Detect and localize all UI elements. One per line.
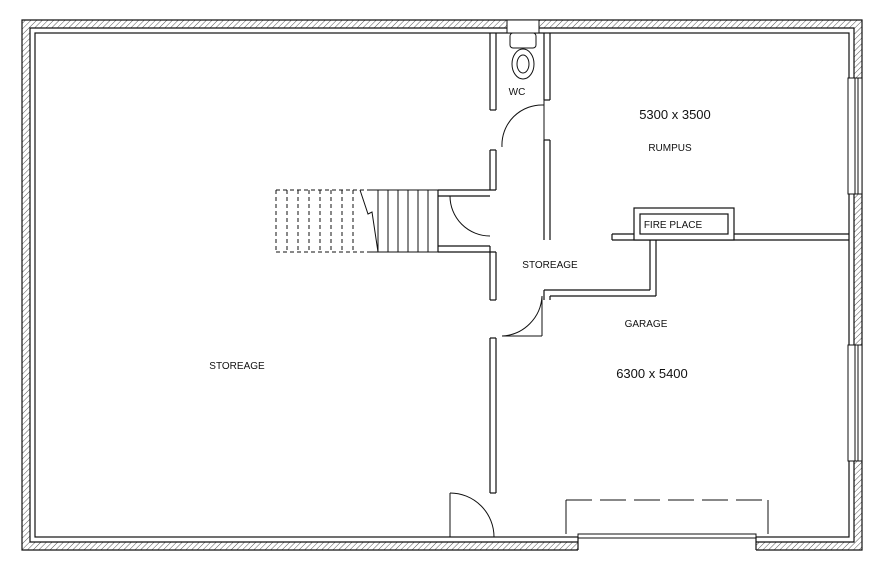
- garage-entry-door: [449, 492, 495, 538]
- toilet-icon: [506, 19, 540, 80]
- rumpus-label: RUMPUS: [648, 143, 692, 154]
- exterior-wall: [21, 19, 863, 551]
- storage-door: [501, 295, 543, 337]
- stair-door: [449, 195, 491, 237]
- right-wall-windows: [847, 77, 863, 462]
- staircase-hidden: [275, 189, 370, 253]
- garage-label: GARAGE: [625, 319, 668, 330]
- garage-size-label: 6300 x 5400: [616, 366, 688, 381]
- fire-place-label: FIRE PLACE: [644, 220, 703, 231]
- garage-door-opening: [565, 499, 769, 555]
- wc-label: WC: [509, 87, 526, 98]
- storage-small-label: STOREAGE: [522, 260, 578, 271]
- storage-large-label: STOREAGE: [209, 361, 265, 372]
- staircase: [359, 189, 438, 253]
- interior-walls: [437, 33, 849, 494]
- rumpus-size-label: 5300 x 3500: [639, 107, 711, 122]
- wc-door: [501, 100, 545, 150]
- fire-place: [633, 207, 735, 241]
